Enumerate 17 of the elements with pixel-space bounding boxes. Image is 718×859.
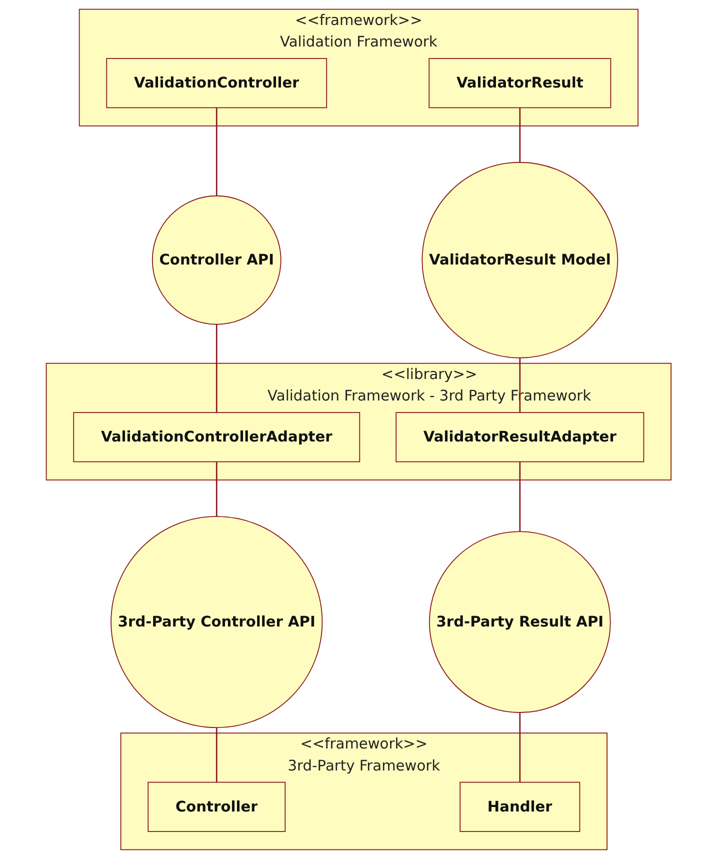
node-box: ValidationController	[106, 58, 328, 108]
connector	[520, 712, 521, 782]
node-box: Handler	[460, 782, 580, 832]
node-box: Controller	[148, 782, 286, 832]
connector	[216, 324, 218, 413]
node-box: ValidationControllerAdapter	[74, 412, 360, 462]
node-circle: Controller API	[152, 195, 282, 325]
connector	[520, 108, 521, 162]
node-box: ValidatorResultAdapter	[396, 412, 644, 462]
connector	[216, 108, 218, 196]
connector	[216, 728, 218, 782]
node-circle: 3rd-Party Result API	[429, 531, 612, 713]
node-circle: 3rd-Party Controller API	[110, 516, 323, 728]
node-circle: ValidatorResult Model	[422, 162, 618, 358]
connector	[216, 462, 218, 516]
node-box: ValidatorResult	[428, 58, 612, 108]
connector	[520, 462, 521, 532]
